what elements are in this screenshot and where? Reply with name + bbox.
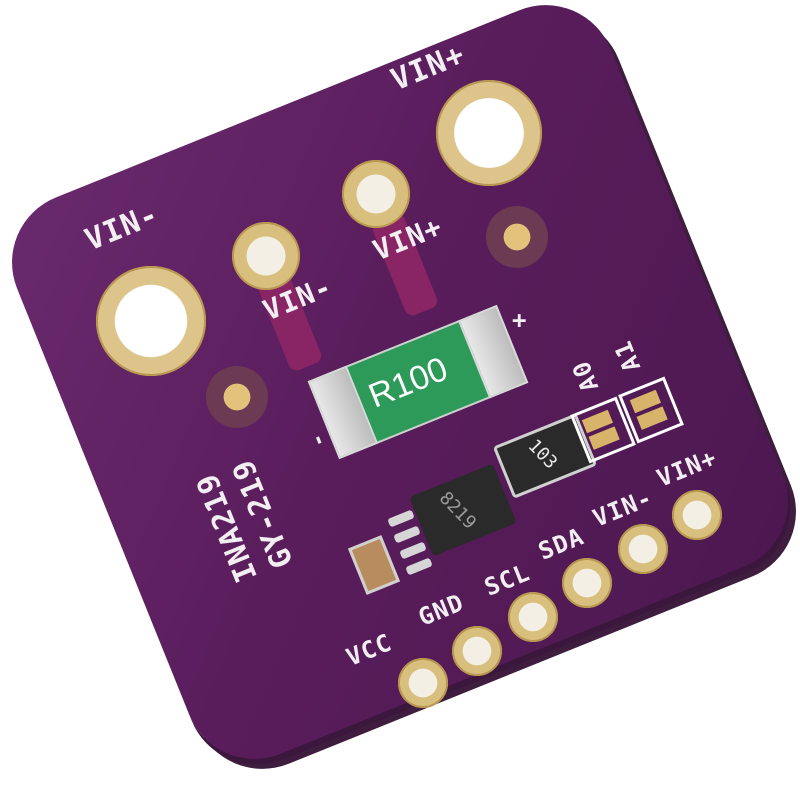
header-pin-sda <box>562 558 612 608</box>
header-pin-vcc <box>398 658 448 708</box>
mounting-hole-right <box>486 206 548 268</box>
polarity-plus: + <box>512 306 528 334</box>
header-pin-gnd <box>452 626 502 676</box>
header-pin-vin-plus <box>672 490 722 540</box>
terminal-vin-plus-small <box>342 160 410 228</box>
header-pin-scl <box>508 592 558 642</box>
terminal-vin-minus-big <box>96 266 206 376</box>
terminal-vin-minus-small <box>232 222 300 290</box>
ic-marking: 8219 <box>434 487 481 534</box>
mounting-hole-left <box>206 366 268 428</box>
terminal-vin-plus-big <box>436 80 542 186</box>
shunt-resistor-label: R100 <box>363 349 453 416</box>
resistor-network-marking: 103 <box>523 435 562 474</box>
header-pin-vin-minus <box>618 524 668 574</box>
